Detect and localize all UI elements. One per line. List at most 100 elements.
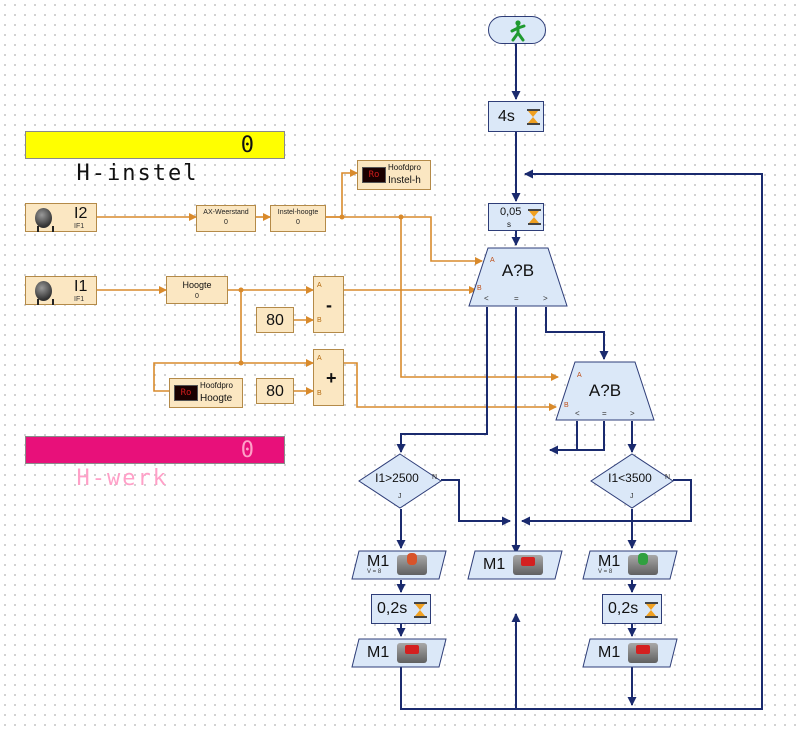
lcd-display-icon: Ro — [174, 385, 198, 401]
wait-start[interactable]: 4s — [488, 101, 544, 132]
motor-stop-icon — [628, 643, 658, 663]
compare-2-label: A?B — [588, 381, 622, 400]
motor-left-icon — [397, 553, 427, 575]
display-hoogte[interactable]: Ro Hoofdpro Hoogte — [169, 378, 243, 408]
motor-right-stop-name: M1 — [598, 644, 621, 661]
branch-right-no: N — [665, 474, 671, 481]
h-instel-panel: H-instel 0 — [25, 131, 285, 186]
hourglass-icon — [528, 209, 541, 225]
compare-2-gt: > — [630, 409, 635, 418]
operator-plus-sign: + — [326, 368, 337, 388]
compare-2-in-a: A — [577, 372, 582, 379]
constant-minus[interactable]: 80 — [256, 307, 294, 333]
h-werk-label: H-werk — [76, 466, 168, 491]
motor-left-stop-name: M1 — [367, 644, 390, 661]
variable-ax-weerstand[interactable]: AX-Weerstand 0 — [196, 205, 256, 232]
sensor-i1-name: I1 — [74, 278, 88, 295]
motor-right-on[interactable]: M1 V = 8 — [582, 550, 678, 580]
motor-center-stop[interactable]: M1 — [467, 550, 563, 580]
motor-right-icon — [628, 553, 658, 575]
h-werk-panel: H-werk 0 — [25, 436, 285, 491]
compare-2-in-b: B — [564, 402, 569, 409]
variable-ax-weerstand-name: AX-Weerstand — [203, 209, 249, 216]
compare-1-in-a: A — [490, 257, 495, 264]
wait-right-label: 0,2s — [608, 600, 639, 617]
walking-man-icon — [510, 20, 526, 42]
sensor-i1-sub: IF1 — [74, 296, 85, 303]
potentiometer-icon — [35, 281, 52, 301]
compare-block-2[interactable]: A?B A B < = > — [555, 361, 655, 421]
compare-1-in-b: B — [477, 285, 482, 292]
branch-shape — [590, 453, 674, 509]
sensor-i2-sub: IF1 — [74, 223, 85, 230]
branch-left[interactable]: I1>2500 N J — [358, 453, 442, 509]
wait-loop-label: 0,05 — [500, 206, 522, 218]
operator-plus-in-a: A — [317, 355, 322, 362]
variable-ax-weerstand-value: 0 — [224, 219, 228, 226]
motor-left-on-name: M1 — [367, 553, 390, 570]
operator-minus-sign: - — [326, 295, 332, 315]
compare-1-lt: < — [484, 294, 489, 303]
motor-left-stop[interactable]: M1 — [351, 638, 447, 668]
compare-1-gt: > — [543, 294, 548, 303]
wait-loop-unit: s — [507, 220, 511, 229]
variable-hoogte-value: 0 — [195, 293, 199, 300]
start-block[interactable] — [488, 16, 546, 44]
display-hoogte-line2: Hoogte — [200, 393, 233, 404]
sensor-i1[interactable]: I1 IF1 — [25, 276, 97, 305]
motor-right-on-name: M1 — [598, 553, 621, 570]
motor-stop-icon — [513, 555, 543, 575]
branch-left-yes: J — [398, 493, 402, 500]
constant-plus[interactable]: 80 — [256, 378, 294, 404]
branch-right-label: I1<3500 — [608, 471, 652, 485]
display-instel-line1: Hoofdpro — [388, 163, 421, 172]
branch-left-no: N — [432, 474, 438, 481]
motor-right-on-speed: V = 8 — [598, 569, 613, 575]
display-instel[interactable]: Ro Hoofdpro Instel-h — [357, 160, 431, 190]
variable-hoogte[interactable]: Hoogte 0 — [166, 276, 228, 304]
motor-right-stop[interactable]: M1 — [582, 638, 678, 668]
operator-plus[interactable]: A + B — [313, 349, 344, 406]
wait-left[interactable]: 0,2s — [371, 594, 431, 624]
sensor-legs — [37, 299, 54, 305]
sensor-i2[interactable]: I2 IF1 — [25, 203, 97, 232]
h-instel-value: 0 — [240, 133, 256, 158]
operator-minus-in-a: A — [317, 282, 322, 289]
h-werk-value: 0 — [240, 438, 256, 463]
sensor-i2-name: I2 — [74, 205, 88, 222]
display-hoogte-line1: Hoofdpro — [200, 381, 233, 390]
motor-center-stop-name: M1 — [483, 556, 506, 573]
variable-instel-hoogte-name: Instel-hoogte — [277, 209, 319, 216]
compare-shape — [555, 361, 655, 421]
variable-hoogte-name: Hoogte — [182, 280, 212, 290]
display-instel-line2: Instel-h — [388, 175, 421, 186]
wait-loop[interactable]: 0,05 s — [488, 203, 544, 231]
lcd-display-icon: Ro — [362, 167, 386, 183]
motor-stop-icon — [397, 643, 427, 663]
operator-plus-in-b: B — [317, 390, 322, 397]
sensor-legs — [37, 226, 54, 232]
motor-left-on-speed: V = 8 — [367, 569, 382, 575]
hourglass-icon — [414, 602, 427, 618]
compare-block-1[interactable]: A?B A B < = > — [468, 247, 568, 307]
variable-instel-hoogte[interactable]: Instel-hoogte 0 — [270, 205, 326, 232]
wait-start-label: 4s — [498, 108, 515, 125]
operator-minus-in-b: B — [317, 317, 322, 324]
branch-left-label: I1>2500 — [375, 471, 419, 485]
motor-left-on[interactable]: M1 V = 8 — [351, 550, 447, 580]
hourglass-icon — [645, 602, 658, 618]
h-instel-label: H-instel — [76, 161, 199, 186]
hourglass-icon — [527, 109, 540, 125]
compare-shape — [468, 247, 568, 307]
variable-instel-hoogte-value: 0 — [296, 219, 300, 226]
branch-right[interactable]: I1<3500 N J — [590, 453, 674, 509]
branch-shape — [358, 453, 442, 509]
compare-2-lt: < — [575, 409, 580, 418]
compare-1-eq: = — [514, 294, 519, 303]
wait-left-label: 0,2s — [377, 600, 408, 617]
compare-1-label: A?B — [501, 261, 535, 280]
operator-minus[interactable]: A - B — [313, 276, 344, 333]
wait-right[interactable]: 0,2s — [602, 594, 662, 624]
branch-right-yes: J — [630, 493, 634, 500]
